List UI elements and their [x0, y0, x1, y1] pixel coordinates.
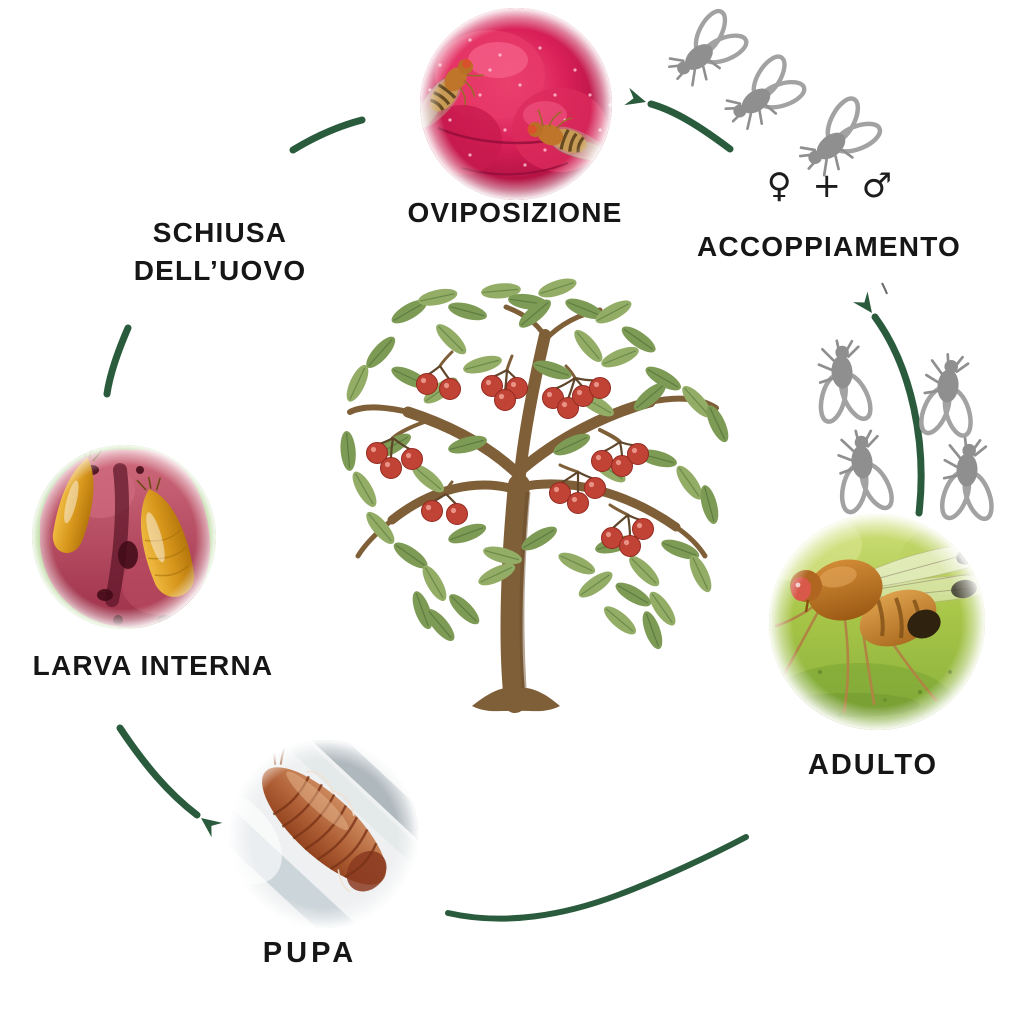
- label-adulto: ADULTO: [807, 749, 939, 781]
- label-accoppiamento: ACCOPPIAMENTO: [697, 231, 961, 262]
- cycle-arrows: [103, 100, 925, 922]
- photo-oviposizione: [420, 8, 612, 200]
- label-oviposizione: OVIPOSIZIONE: [407, 197, 623, 228]
- arrow-larva-to-pupa: [116, 724, 201, 819]
- label-pupa: PUPA: [262, 937, 358, 969]
- arc-schiusa-to-larva: [103, 324, 132, 398]
- cherry-tree-illustration: [338, 274, 734, 713]
- small-mark: [881, 282, 888, 295]
- arc-pupa-to-adulto: [445, 834, 749, 922]
- photo-adulto: [769, 514, 985, 730]
- photo-pupa: [230, 740, 418, 928]
- arrow-adulto-to-accoppiamento: [871, 313, 925, 517]
- fly-silhouettes-mating: [656, 1, 889, 188]
- female-plus-male-symbols: ♀ + ♂: [766, 166, 898, 206]
- arrow-accoppiamento-to-oviposizione: [647, 100, 734, 153]
- arc-schiusa-to-oviposizione: [289, 116, 366, 154]
- label-schiusa-line1: SCHIUSA: [152, 217, 288, 248]
- label-schiusa-line2: DELL’UOVO: [133, 255, 307, 286]
- label-schiusa-delluovo: SCHIUSA DELL’UOVO: [44, 214, 396, 290]
- photo-larva-interna: [32, 445, 216, 629]
- tree-cherries: [366, 365, 654, 557]
- fly-silhouettes-swarm: [811, 338, 999, 523]
- label-larva-interna: LARVA INTERNA: [32, 650, 274, 681]
